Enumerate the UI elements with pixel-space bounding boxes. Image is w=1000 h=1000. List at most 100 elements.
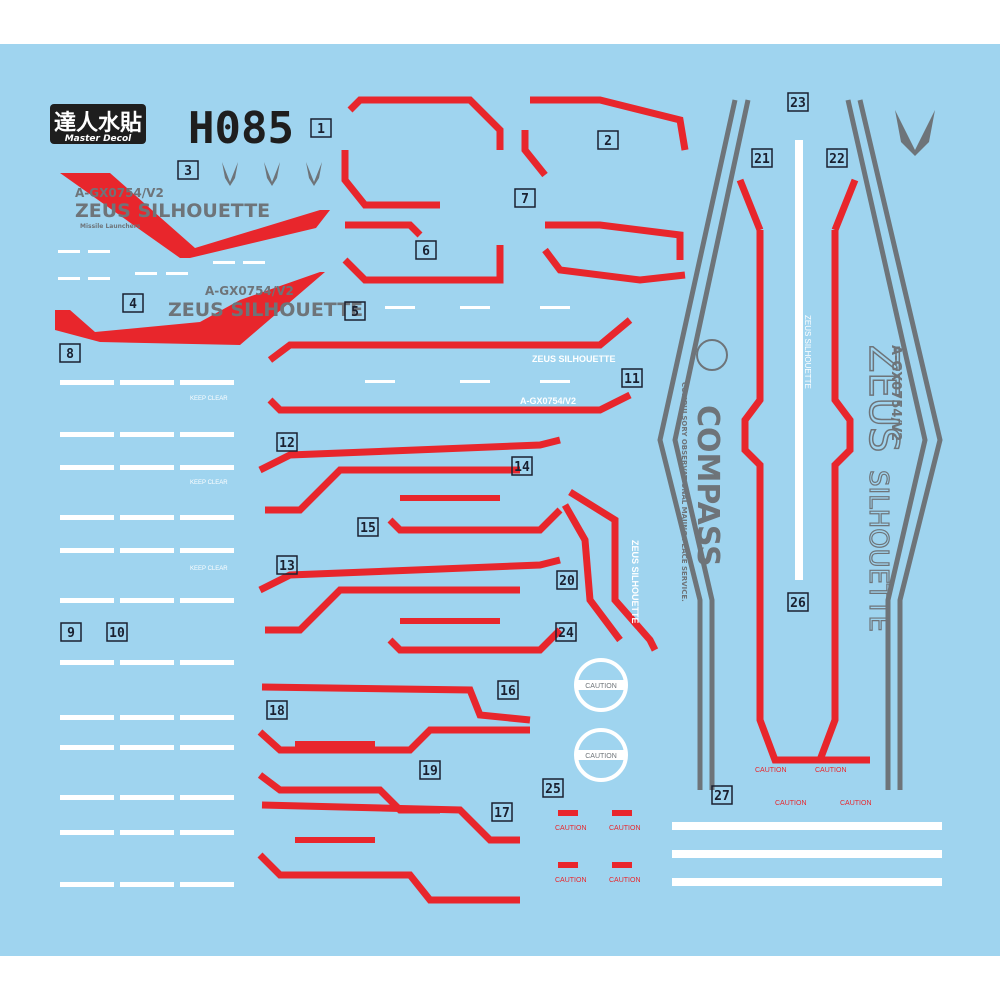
part-label-text: 1: [317, 122, 325, 137]
part-label-23: 23: [787, 92, 809, 112]
part-label-18: 18: [266, 700, 288, 720]
logo-cjk: 達人水貼: [54, 110, 142, 136]
part-label-text: 20: [559, 574, 575, 589]
part-label-text: 10: [109, 626, 125, 641]
model-text-small: A-GX0754/V2: [520, 396, 576, 406]
decal-missile-launcher-bottom: A-GX0754/V2 ZEUS SILHOUETTE: [55, 272, 363, 345]
part-label-text: 9: [67, 626, 75, 641]
zeus-text: ZEUS: [860, 345, 906, 452]
hatched-stripes: [295, 495, 500, 843]
part-label-text: 8: [66, 347, 74, 362]
part-label-text: 11: [624, 372, 640, 387]
part-label-text: 13: [279, 559, 295, 574]
part-label-text: 18: [269, 704, 285, 719]
red-frame-decals: [257, 96, 689, 904]
caution-text: CAUTION: [585, 683, 617, 690]
compass-emblem: [696, 339, 728, 371]
part-label-text: 2: [604, 134, 612, 149]
part-label-9: 9: [60, 622, 82, 642]
part-label-5: 5: [344, 301, 366, 321]
keep-clear-text: KEEP CLEAR: [190, 480, 228, 486]
white-stripes: [58, 250, 570, 383]
silhouette-text: SILHOUETTE: [863, 470, 893, 632]
part-label-25: 25: [542, 778, 564, 798]
caution-text: CAUTION: [755, 767, 787, 774]
part-label-text: 23: [790, 96, 806, 111]
product-code: H085: [188, 103, 294, 154]
wing-emblems: [222, 110, 935, 186]
compass-text: COMPASS: [690, 405, 725, 567]
decal-27-stripes: [672, 822, 942, 886]
part-label-1: 1: [310, 118, 332, 138]
white-bar-column: [60, 380, 234, 887]
missile-text: Missile Launchers: [80, 223, 141, 230]
part-label-16: 16: [497, 680, 519, 700]
logo-en: Master Decol: [65, 134, 132, 144]
caution-decals: CAUTION CAUTION CAUTION CAUTION CAUTION …: [555, 767, 872, 884]
caution-text: CAUTION: [609, 825, 641, 832]
part-label-6: 6: [415, 240, 437, 260]
decal-missile-launcher-top: A-GX0754/V2 ZEUS SILHOUETTE Missile Laun…: [60, 173, 330, 258]
part-label-14: 14: [511, 456, 533, 476]
model-text: A-GX0754/V2: [205, 284, 294, 298]
part-label-text: 5: [351, 305, 359, 320]
part-label-text: 15: [360, 521, 376, 536]
part-label-19: 19: [419, 760, 441, 780]
part-label-10: 10: [106, 622, 128, 642]
model-text: A-GX0754/V2: [75, 186, 164, 200]
part-label-13: 13: [276, 555, 298, 575]
caution-text: CAUTION: [555, 825, 587, 832]
part-label-22: 22: [826, 148, 848, 168]
name-text-white: ZEUS SILHOUETTE: [803, 315, 812, 389]
part-label-text: 17: [494, 806, 510, 821]
compass-subtext: COMPULSORY OBSERVATIONAL MAJING PEACE SE…: [680, 382, 688, 602]
caution-text: CAUTION: [840, 800, 872, 807]
part-label-2: 2: [597, 130, 619, 150]
caution-text: CAUTION: [775, 800, 807, 807]
part-label-text: 3: [184, 164, 192, 179]
caution-circles: CAUTION CAUTION: [574, 658, 628, 782]
diagonal-white-stripes: [795, 140, 803, 580]
part-label-text: 22: [829, 152, 845, 167]
part-label-3: 3: [177, 160, 199, 180]
name-text-vertical: ZEUS SILHOUETTE: [630, 540, 640, 624]
part-label-15: 15: [357, 517, 379, 537]
part-label-12: 12: [276, 432, 298, 452]
big-chevron-decal: [657, 99, 943, 790]
model-text-vertical: A-GX0754/V2: [888, 345, 903, 441]
part-label-text: 12: [279, 436, 295, 451]
part-label-text: 24: [558, 626, 574, 641]
part-label-text: 4: [129, 297, 137, 312]
part-label-text: 7: [521, 192, 529, 207]
part-label-27: 27: [711, 785, 733, 805]
part-label-text: 21: [754, 152, 770, 167]
brand-logo: 達人水貼 Master Decol: [50, 104, 146, 144]
part-label-text: 19: [422, 764, 438, 779]
part-label-21: 21: [751, 148, 773, 168]
part-label-11: 11: [621, 368, 643, 388]
part-label-7: 7: [514, 188, 536, 208]
part-label-text: 25: [545, 782, 561, 797]
part-label-24: 24: [555, 622, 577, 642]
caution-text: CAUTION: [555, 877, 587, 884]
part-label-8: 8: [59, 343, 81, 363]
caution-text: CAUTION: [609, 877, 641, 884]
caution-text: CAUTION: [815, 767, 847, 774]
name-text: ZEUS SILHOUETTE: [75, 200, 270, 222]
part-label-text: 26: [790, 596, 806, 611]
caution-text: CAUTION: [585, 753, 617, 760]
name-text: ZEUS SILHOUETTE: [168, 299, 363, 321]
part-label-20: 20: [556, 570, 578, 590]
part-label-text: 16: [500, 684, 516, 699]
keep-clear-text: KEEP CLEAR: [190, 396, 228, 402]
part-label-text: 14: [514, 460, 530, 475]
part-label-text: 6: [422, 244, 430, 259]
part-label-17: 17: [491, 802, 513, 822]
part-label-26: 26: [787, 592, 809, 612]
name-text-small: ZEUS SILHOUETTE: [532, 354, 616, 364]
keep-clear-text: KEEP CLEAR: [190, 566, 228, 572]
part-label-text: 27: [714, 789, 730, 804]
